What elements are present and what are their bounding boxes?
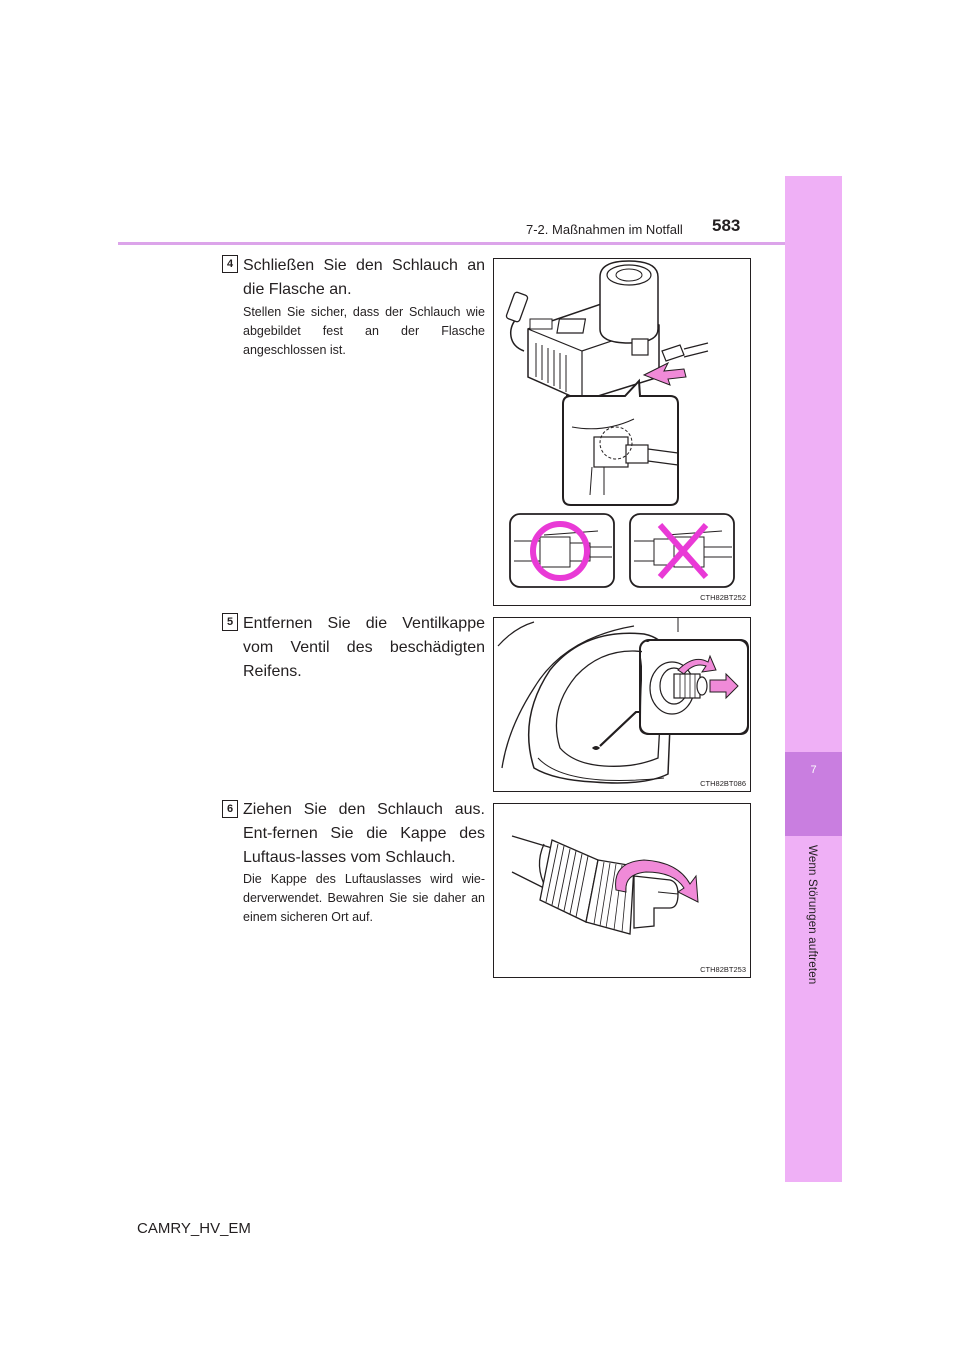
step-6-note: Die Kappe des Luftauslasses wird wie-der… bbox=[243, 872, 485, 924]
illustration-tire-valve bbox=[497, 618, 749, 784]
chapter-side-tab bbox=[785, 176, 842, 1182]
step-5-badge: 5 bbox=[222, 613, 238, 631]
figure-code: CTH82BT253 bbox=[700, 965, 746, 974]
chapter-number: 7 bbox=[810, 764, 817, 776]
figure-air-outlet-cap: CTH82BT253 bbox=[493, 803, 751, 978]
figure-bottle-hose-connection: CTH82BT252 bbox=[493, 258, 751, 606]
figure-code: CTH82BT252 bbox=[700, 593, 746, 602]
section-title: 7-2. Maßnahmen im Notfall bbox=[526, 222, 683, 237]
illustration-hose-cap bbox=[511, 835, 699, 935]
step-4-badge: 4 bbox=[222, 255, 238, 273]
step-6-badge: 6 bbox=[222, 800, 238, 818]
footer-model-code: CAMRY_HV_EM bbox=[137, 1220, 251, 1237]
page-number: 583 bbox=[712, 216, 741, 235]
header-rule bbox=[118, 242, 785, 245]
step-4-note: Stellen Sie sicher, dass der Schlauch wi… bbox=[243, 305, 485, 357]
step-4-title: Schließen Sie den Schlauch an die Flasch… bbox=[243, 257, 485, 298]
illustration-compressor-bottle bbox=[505, 260, 735, 588]
chapter-title: Wenn Störungen auftreten bbox=[806, 845, 818, 985]
step-6-title: Ziehen Sie den Schlauch aus. Ent-fernen … bbox=[243, 801, 485, 866]
figure-code: CTH82BT086 bbox=[700, 779, 746, 788]
step-5-title: Entfernen Sie die Ventilkappe vom Ventil… bbox=[243, 615, 485, 680]
figure-valve-cap-removal: CTH82BT086 bbox=[493, 617, 751, 792]
chapter-number-block bbox=[785, 752, 842, 836]
